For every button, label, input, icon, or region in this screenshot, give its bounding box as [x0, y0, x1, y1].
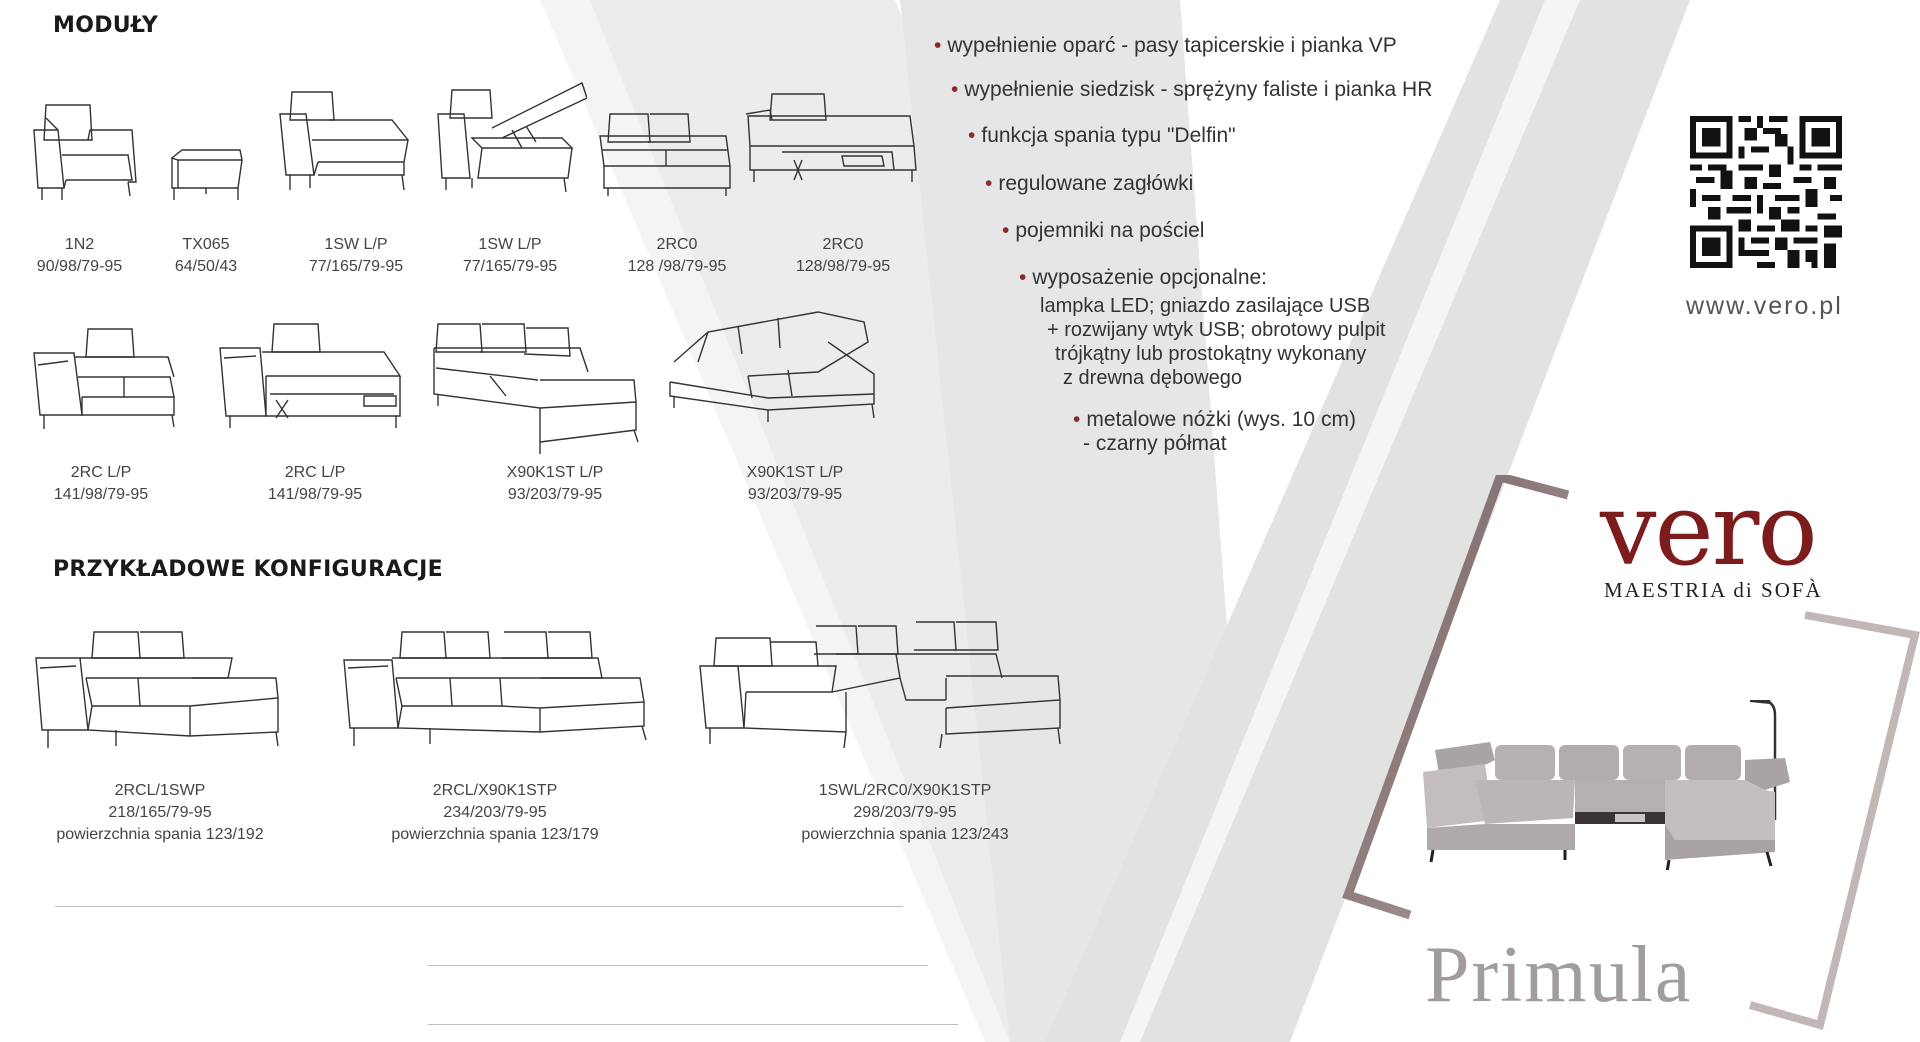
two-seat-sleeper-icon: [742, 90, 922, 205]
corner-chaise-icon: [430, 318, 640, 458]
l-sofa-long-icon: [340, 628, 650, 758]
website-url: www.vero.pl: [1686, 292, 1843, 320]
chaise-icon: [272, 90, 412, 205]
armchair-icon: [28, 100, 143, 205]
two-seat-arm-sleeper-icon: [214, 318, 404, 438]
feature-item: •metalowe nóżki (wys. 10 cm): [1073, 408, 1356, 431]
optional-line: + rozwijany wtyk USB; obrotowy pulpit: [1047, 319, 1386, 341]
feature-item: •wyposażenie opcjonalne:: [1019, 266, 1268, 289]
feature-item: •regulowane zagłówki: [985, 172, 1194, 195]
bracket-frame-icon: [1342, 475, 1920, 1030]
writing-line: [428, 1024, 958, 1025]
brand-tagline: MAESTRIA di SOFÀ: [1604, 578, 1823, 602]
optional-line: trójkątny lub prostokątny wykonany: [1055, 343, 1367, 365]
optional-line: z drewna dębowego: [1063, 367, 1243, 389]
u-sofa-icon: [696, 618, 1066, 763]
ottoman-icon: [168, 148, 246, 206]
modules-title: MODUŁY: [53, 13, 159, 38]
writing-line: [428, 965, 928, 966]
two-seat-icon: [596, 110, 734, 202]
optional-line: lampka LED; gniazdo zasilające USB: [1040, 295, 1371, 317]
feature-item: •wypełnienie siedzisk - sprężyny faliste…: [951, 78, 1433, 101]
feature-item: •pojemniki na pościel: [1002, 219, 1205, 242]
corner-chaise-storage-icon: [668, 292, 878, 442]
configurations-title: PRZYKŁADOWE KONFIGURACJE: [53, 557, 443, 582]
brand-logo: vero: [1600, 471, 1818, 588]
product-name: Primula: [1425, 931, 1693, 1019]
sofa-photo: [1415, 698, 1815, 875]
feature-item: •wypełnienie oparć - pasy tapicerskie i …: [934, 34, 1397, 57]
qr-code-icon: [1690, 116, 1842, 268]
writing-line: [55, 906, 903, 907]
two-seat-arm-icon: [28, 325, 178, 440]
legs-line: - czarny półmat: [1083, 432, 1227, 455]
l-sofa-icon: [32, 628, 282, 758]
chaise-storage-icon: [432, 78, 587, 203]
feature-item: •funkcja spania typu "Delfin": [968, 124, 1236, 147]
